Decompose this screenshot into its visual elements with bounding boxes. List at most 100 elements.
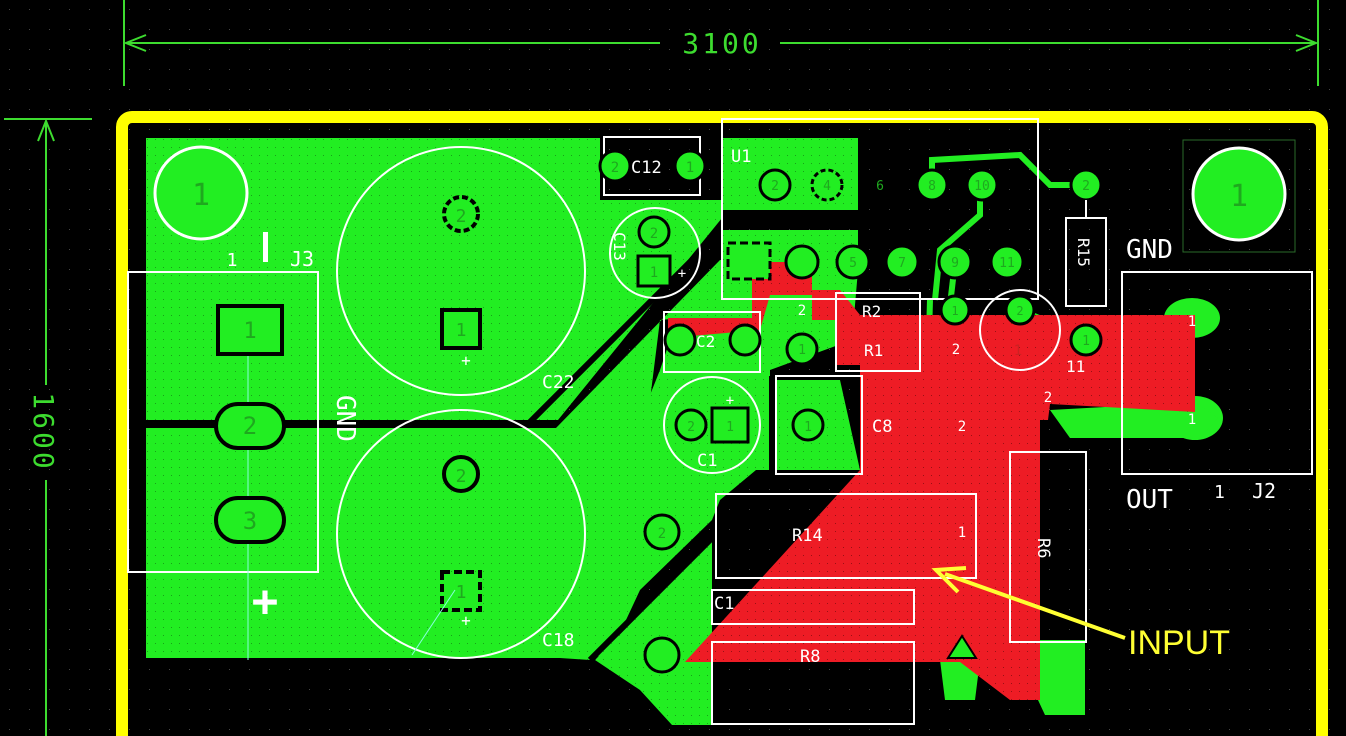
c22-designator: C22 bbox=[542, 372, 575, 393]
c22-pad-2-label: 2 bbox=[456, 206, 467, 227]
c13-pad-2-label: 2 bbox=[650, 226, 658, 242]
c22-pad-2[interactable] bbox=[442, 195, 480, 233]
c1-outline bbox=[663, 376, 761, 474]
c22-pad-1-label: 1 bbox=[456, 320, 467, 341]
c13-plus: + bbox=[678, 266, 686, 282]
j3-pad-1-label: 1 bbox=[243, 319, 256, 344]
copper-pour-main[interactable] bbox=[146, 138, 722, 420]
r14-pad-2[interactable] bbox=[643, 513, 681, 551]
c2-pad-2[interactable] bbox=[728, 323, 762, 357]
r15-pad-2-label: 2 bbox=[1082, 179, 1090, 194]
r14-pad-2-label: 2 bbox=[658, 526, 666, 542]
j2-outline bbox=[1121, 271, 1313, 475]
c12-pad-2[interactable] bbox=[598, 149, 632, 183]
j3-pad-3[interactable] bbox=[214, 496, 286, 544]
c1b-outline bbox=[711, 589, 915, 625]
input-annotation-arrowhead bbox=[931, 566, 967, 594]
j3-pad-1[interactable] bbox=[216, 304, 284, 356]
c1-pad-1[interactable] bbox=[710, 406, 750, 444]
q-pad-b-label: 1 bbox=[951, 304, 958, 318]
j3-designator: J3 bbox=[290, 247, 314, 271]
j3-pad-2-label: 2 bbox=[243, 412, 257, 440]
j3-pad-2[interactable] bbox=[214, 402, 286, 450]
c1-designator: C1 bbox=[697, 451, 717, 471]
copper-pour-right-mid[interactable] bbox=[560, 230, 860, 660]
r1-pad-1[interactable] bbox=[785, 332, 819, 366]
u1-pin-8-label: 8 bbox=[928, 179, 936, 194]
u1-pin-2-label: 2 bbox=[771, 179, 779, 194]
r14-outline bbox=[715, 493, 977, 579]
c18-pad-1-label: 1 bbox=[456, 582, 467, 603]
mount-hole-right[interactable] bbox=[1182, 139, 1296, 253]
c13-pad-1[interactable] bbox=[636, 254, 672, 288]
c1-pad-1-label: 1 bbox=[726, 420, 734, 435]
c18-pad-2[interactable] bbox=[442, 455, 480, 493]
r14-designator: R14 bbox=[792, 526, 823, 546]
c18-ratsnest bbox=[411, 589, 456, 656]
u1-pin-9-label: 9 bbox=[951, 256, 959, 271]
height-dimension bbox=[4, 118, 92, 736]
c18-pad-1[interactable] bbox=[440, 570, 482, 612]
j2-pad-2-label: 1 bbox=[1188, 412, 1196, 428]
u1-pins-top-row[interactable] bbox=[758, 168, 999, 202]
c1b-designator: C1 bbox=[714, 594, 734, 614]
c12-designator: C12 bbox=[631, 158, 662, 178]
u1-pin-6-label: 6 bbox=[876, 179, 884, 194]
u1-pin-5-label: 5 bbox=[849, 256, 857, 271]
c22-pad-1[interactable] bbox=[440, 308, 482, 350]
c22-plus: + bbox=[461, 351, 471, 370]
c12-pad-2-label: 2 bbox=[611, 160, 619, 176]
c13-pad-1-label: 1 bbox=[650, 265, 658, 281]
r1-designator: R1 bbox=[864, 341, 883, 360]
mount-hole-right-pad: 1 bbox=[1230, 179, 1248, 214]
c13-pad-2[interactable] bbox=[637, 215, 671, 249]
top-copper-blob-upper[interactable] bbox=[930, 320, 1060, 370]
r6-outline bbox=[1009, 451, 1087, 643]
r15-pad-1[interactable] bbox=[1069, 323, 1103, 357]
j2-pad-1-label: 1 bbox=[1188, 314, 1196, 330]
c18-plus: + bbox=[461, 611, 471, 630]
c2-pad-1[interactable] bbox=[663, 323, 697, 357]
top-copper-blob-r14[interactable] bbox=[900, 480, 975, 570]
q-pad-2[interactable] bbox=[1004, 294, 1036, 326]
q-pad-1-label: 1 bbox=[1014, 343, 1022, 359]
r14-pad-1-label: 1 bbox=[958, 525, 966, 541]
u1-pins-bottom-row[interactable] bbox=[726, 241, 1025, 281]
j3-minus-marker bbox=[263, 232, 268, 262]
mount-hole-left-pad: 1 bbox=[192, 178, 210, 213]
q-pad-b[interactable] bbox=[939, 294, 971, 326]
c1-pad-2-label: 2 bbox=[687, 420, 695, 435]
j2-pin1-marker: 1 bbox=[1214, 482, 1225, 503]
q-pad-2-label: 2 bbox=[1016, 304, 1023, 318]
q-outline bbox=[979, 289, 1061, 371]
r1-pad-1-label: 1 bbox=[798, 343, 806, 358]
out-label: OUT bbox=[1126, 485, 1173, 515]
copper-trace-out[interactable] bbox=[1050, 402, 1218, 438]
q-pad-2-top-label: 2 bbox=[1044, 390, 1052, 406]
input-pad[interactable] bbox=[643, 636, 681, 674]
mount-hole-left[interactable] bbox=[153, 145, 249, 241]
r2-pad-2-label: 2 bbox=[798, 303, 806, 319]
copper-pour-lower-channel[interactable] bbox=[595, 540, 712, 725]
j3-plus-marker: + bbox=[252, 576, 279, 627]
j3-outline bbox=[127, 271, 319, 573]
copper-blob-input[interactable] bbox=[940, 660, 980, 700]
c2-designator: C2 bbox=[696, 332, 715, 351]
input-arrow-marker bbox=[946, 634, 978, 659]
c8-pad-1-label: 1 bbox=[804, 420, 812, 435]
c18-outline bbox=[336, 409, 586, 659]
q-pin-11-label: 11 bbox=[1066, 357, 1085, 376]
c8-pad-1[interactable] bbox=[791, 408, 825, 442]
c18-pad-2-label: 2 bbox=[456, 466, 467, 487]
board-outline bbox=[116, 111, 1328, 736]
input-annotation-label: INPUT bbox=[1128, 624, 1230, 662]
c12-pad-1-label: 1 bbox=[686, 160, 694, 176]
u1-pin-7-label: 7 bbox=[898, 256, 906, 271]
c1-pad-2[interactable] bbox=[674, 408, 708, 442]
c8-pad-2-label: 2 bbox=[958, 419, 966, 435]
c1-plus: + bbox=[726, 393, 734, 409]
c12-pad-1[interactable] bbox=[673, 149, 707, 183]
r8-designator: R8 bbox=[800, 647, 820, 667]
j3-pad-3-label: 3 bbox=[243, 507, 257, 535]
